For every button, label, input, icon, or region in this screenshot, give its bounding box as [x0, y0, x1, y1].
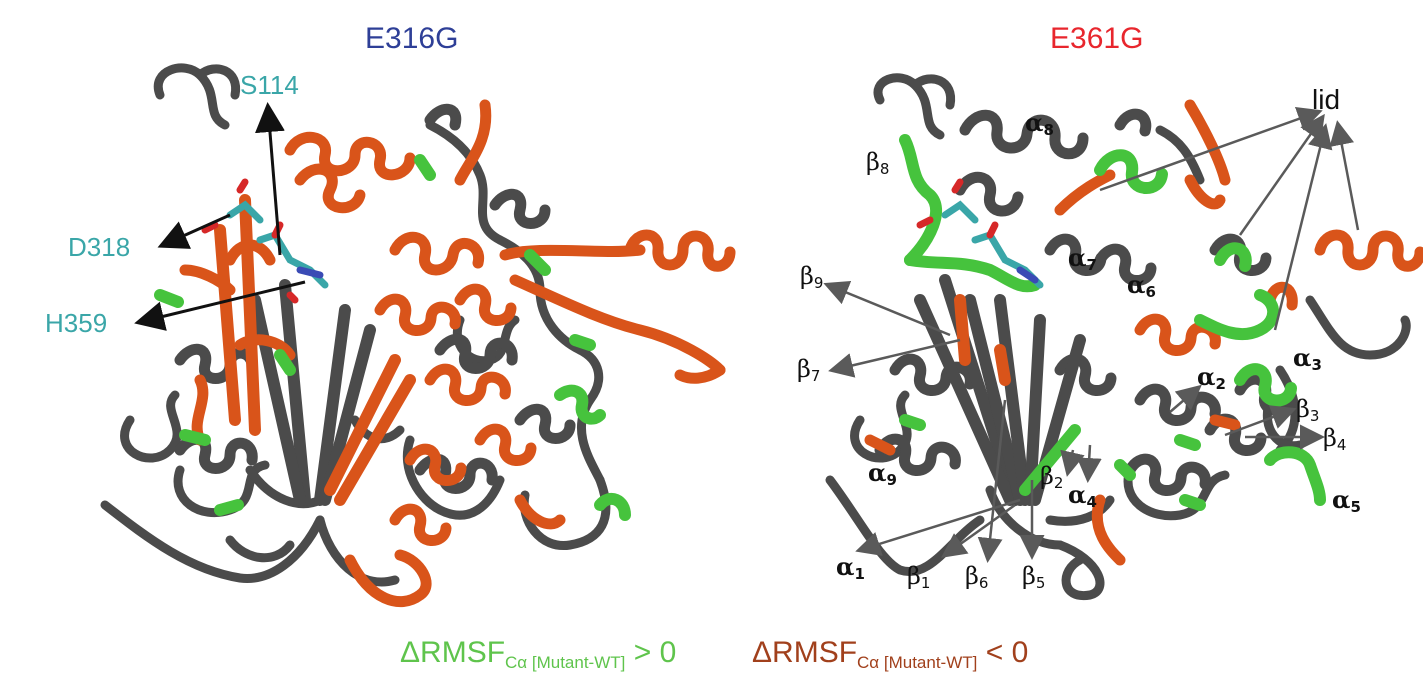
right-panel-title: E361G [1050, 22, 1144, 55]
left-structure [100, 63, 736, 608]
legend-positive: ΔRMSFCα [Mutant-WT] > 0 [400, 636, 677, 672]
lid-label: lid [1312, 84, 1341, 115]
label-alpha1: α1 [836, 552, 865, 583]
label-beta2: β2 [1040, 462, 1064, 492]
right-structure [823, 73, 1423, 600]
label-beta6: β6 [965, 562, 989, 592]
label-alpha2: α2 [1197, 362, 1226, 393]
label-beta9: β9 [800, 262, 824, 292]
label-alpha4: α4 [1068, 480, 1097, 511]
label-alpha8: α8 [1025, 108, 1054, 139]
legend-negative: ΔRMSFCα [Mutant-WT] < 0 [752, 636, 1029, 672]
residue-label-s114: S114 [240, 70, 299, 100]
label-beta4: β4 [1323, 424, 1347, 454]
left-panel-title: E316G [365, 22, 459, 55]
label-alpha3: α3 [1293, 343, 1322, 374]
label-beta3: β3 [1296, 395, 1320, 425]
label-alpha5: α5 [1332, 485, 1361, 516]
label-alpha6: α6 [1127, 270, 1156, 301]
residue-label-h359: H359 [45, 308, 108, 338]
label-alpha9: α9 [868, 458, 897, 489]
label-beta1: β1 [907, 562, 931, 592]
residue-label-d318: D318 [68, 232, 131, 262]
label-beta5: β5 [1022, 562, 1046, 592]
label-beta8: β8 [866, 148, 890, 178]
label-beta7: β7 [797, 355, 821, 385]
label-alpha7: α7 [1068, 243, 1097, 274]
